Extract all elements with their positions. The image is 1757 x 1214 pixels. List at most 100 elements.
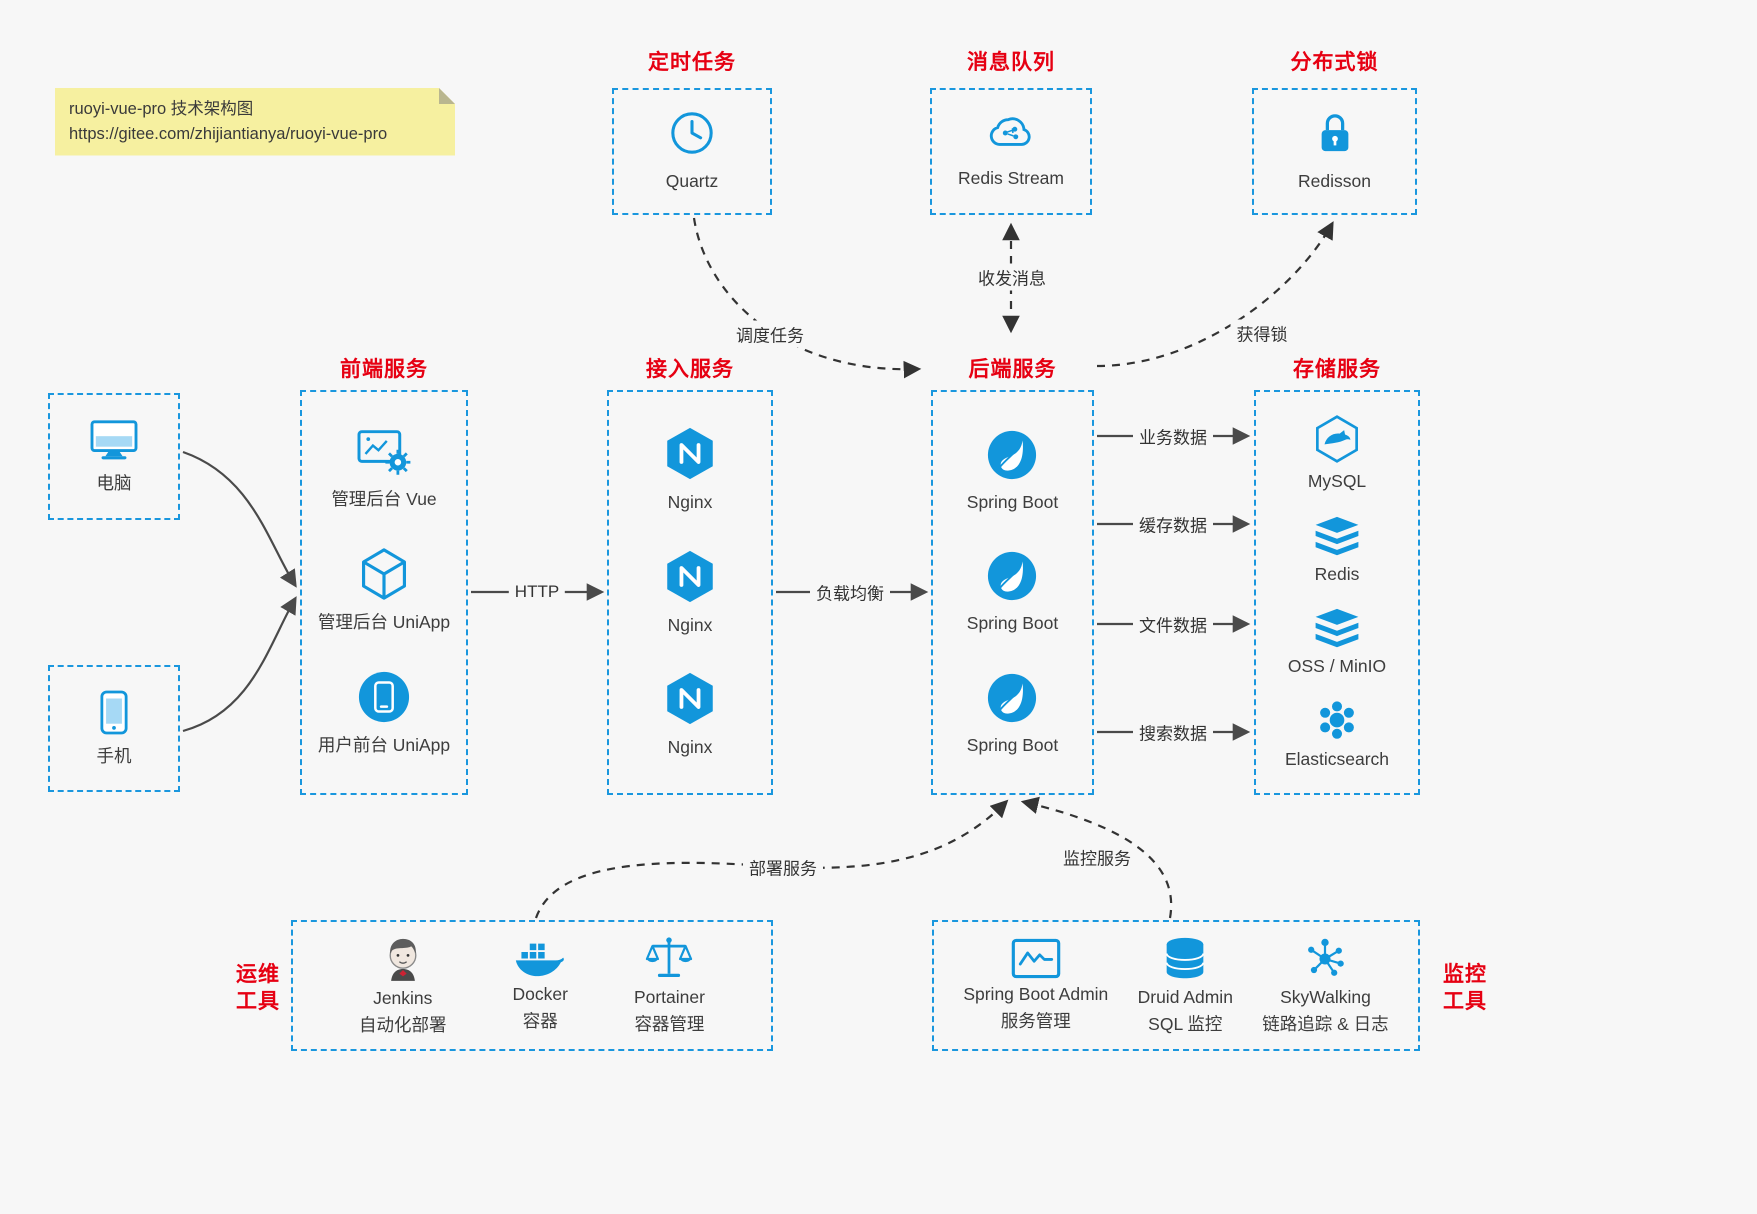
service-label: 管理后台 Vue <box>331 489 437 510</box>
frontend-services-box: 管理后台 Vue 管理后台 UniApp 用户前台 UniApp <box>300 390 468 795</box>
tool-spring-boot-admin: Spring Boot Admin 服务管理 <box>963 938 1108 1033</box>
ops-tools-box: Jenkins 自动化部署 Docker 容器 <box>291 920 773 1051</box>
group-title-scheduled: 定时任务 <box>648 51 736 74</box>
monitoring-tools-box: Spring Boot Admin 服务管理 Druid Admin SQL 监… <box>932 920 1420 1051</box>
monitoring-title-line2: 工具 <box>1443 990 1487 1014</box>
layer-stack-icon <box>1312 516 1362 557</box>
phone-icon <box>100 690 128 735</box>
nginx-icon <box>665 671 715 726</box>
tool-portainer: Portainer 容器管理 <box>634 936 705 1036</box>
jenkins-icon <box>382 935 424 983</box>
frontend-item-user-uniapp: 用户前台 UniApp <box>318 670 450 757</box>
ops-title-line1: 运维 <box>236 963 280 986</box>
tool-name: Spring Boot Admin <box>963 984 1109 1005</box>
cluster-icon <box>1313 700 1361 742</box>
tool-desc: SQL 监控 <box>1148 1013 1223 1034</box>
monitor-icon <box>89 418 139 462</box>
clock-icon <box>669 110 715 156</box>
edge-label-acquire-lock: 获得锁 <box>1230 319 1294 347</box>
tool-desc: 自动化部署 <box>359 1014 447 1035</box>
tool-druid-admin: Druid Admin SQL 监控 <box>1138 936 1233 1036</box>
service-label: Spring Boot <box>966 734 1059 755</box>
service-label: Nginx <box>667 492 713 513</box>
tool-desc: 链路追踪 & 日志 <box>1262 1013 1389 1034</box>
tool-desc: 容器管理 <box>634 1013 705 1034</box>
gateway-item: Nginx <box>665 549 715 637</box>
client-label: 手机 <box>96 745 132 766</box>
tool-name: Docker <box>512 984 568 1005</box>
nginx-icon <box>665 549 715 604</box>
edge-label-cache-data: 缓存数据 <box>1133 510 1213 538</box>
service-label: Redis <box>1314 563 1360 584</box>
client-pc-box: 电脑 <box>48 393 180 520</box>
service-label: MySQL <box>1307 471 1367 492</box>
backend-item: Spring Boot <box>967 550 1058 635</box>
service-label: Quartz <box>665 171 719 192</box>
sticky-note: ruoyi-vue-pro 技术架构图 https://gitee.com/zh… <box>55 88 455 156</box>
admin-vue-icon <box>356 428 412 478</box>
nginx-icon <box>665 426 715 481</box>
note-line1: ruoyi-vue-pro 技术架构图 <box>69 100 254 118</box>
service-label: Nginx <box>667 736 713 757</box>
message-queue-box: Redis Stream <box>930 88 1092 215</box>
service-label: Redis Stream <box>957 168 1064 189</box>
spring-leaf-icon <box>986 429 1038 481</box>
gateway-item: Nginx <box>665 426 715 514</box>
group-title-lock: 分布式锁 <box>1290 51 1379 74</box>
edge-label-deploy: 部署服务 <box>743 853 823 881</box>
uniapp-cube-icon <box>358 547 410 601</box>
group-title-mq: 消息队列 <box>967 51 1055 74</box>
client-mobile-box: 手机 <box>48 665 180 792</box>
lock-icon <box>1314 110 1356 156</box>
topology-icon <box>1302 936 1348 982</box>
edge-label-search-data: 搜索数据 <box>1133 718 1213 746</box>
note-fold-corner <box>439 88 455 104</box>
group-title-gateway: 接入服务 <box>646 358 734 381</box>
storage-item-oss: OSS / MinIO <box>1288 608 1386 678</box>
tool-name: Jenkins <box>373 987 433 1008</box>
backend-services-box: Spring Boot Spring Boot Spring Boot <box>931 390 1094 795</box>
tool-desc: 服务管理 <box>1000 1011 1071 1031</box>
tool-name: SkyWalking <box>1280 986 1371 1007</box>
tool-name: Portainer <box>633 986 705 1007</box>
service-label: Spring Boot <box>966 613 1059 634</box>
edge-label-monitor: 监控服务 <box>1057 843 1137 871</box>
tool-desc: 容器 <box>522 1011 558 1031</box>
storage-services-box: MySQL Redis <box>1254 390 1420 795</box>
monitoring-tools-title: 监控 工具 <box>1438 961 1492 1016</box>
edge-label-schedule: 调度任务 <box>730 320 810 348</box>
storage-item-redis: Redis <box>1312 516 1362 586</box>
frontend-item-admin-vue: 管理后台 Vue <box>331 428 437 511</box>
chart-monitor-icon <box>1011 938 1061 979</box>
tool-skywalking: SkyWalking 链路追踪 & 日志 <box>1262 936 1389 1036</box>
group-title-frontend: 前端服务 <box>340 358 428 381</box>
service-label: 用户前台 UniApp <box>317 735 451 756</box>
service-label: Nginx <box>667 614 713 635</box>
service-label: OSS / MinIO <box>1287 655 1387 676</box>
ops-title-line2: 工具 <box>236 990 280 1014</box>
backend-item: Spring Boot <box>967 429 1058 514</box>
edge-label-http: HTTP <box>508 581 566 603</box>
gateway-services-box: Nginx Nginx Nginx <box>607 390 773 795</box>
mysql-dolphin-icon <box>1312 414 1362 464</box>
monitoring-title-line1: 监控 <box>1443 963 1487 986</box>
service-label: Redisson <box>1298 171 1371 192</box>
database-icon <box>1163 936 1207 982</box>
edge-label-file-data: 文件数据 <box>1133 610 1213 638</box>
frontend-item-admin-uniapp: 管理后台 UniApp <box>318 547 450 634</box>
distributed-lock-box: Redisson <box>1252 88 1417 215</box>
spring-leaf-icon <box>986 672 1038 724</box>
storage-item-es: Elasticsearch <box>1285 700 1389 771</box>
layer-stack-icon <box>1312 608 1362 649</box>
service-label: Spring Boot <box>966 491 1059 512</box>
group-title-storage: 存储服务 <box>1293 358 1381 381</box>
cloud-network-icon <box>984 113 1038 153</box>
edge-label-message: 收发消息 <box>972 263 1052 291</box>
tool-jenkins: Jenkins 自动化部署 <box>359 935 447 1037</box>
backend-item: Spring Boot <box>967 672 1058 757</box>
tool-name: Druid Admin <box>1137 986 1233 1007</box>
note-line2: https://gitee.com/zhijiantianya/ruoyi-vu… <box>69 124 388 143</box>
edge-label-load-balance: 负载均衡 <box>810 578 890 606</box>
